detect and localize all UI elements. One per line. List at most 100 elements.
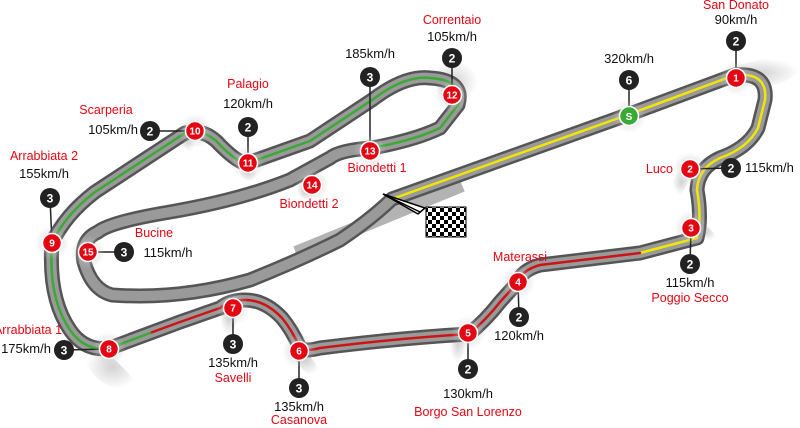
corner-marker — [441, 84, 463, 106]
corner-marker — [725, 67, 747, 89]
corner-speed: 135km/h — [208, 355, 258, 370]
corner-number: 6 — [296, 347, 302, 358]
corner-speed: 115km/h — [144, 245, 193, 260]
gear-badge — [360, 67, 380, 87]
gear-number: 3 — [121, 246, 128, 260]
corner-number: 1 — [733, 74, 739, 85]
corner-number: 8 — [106, 345, 112, 356]
gear-badge — [509, 307, 529, 327]
gear-number: 2 — [733, 35, 740, 49]
corner-marker — [680, 217, 702, 239]
corner-name: Bucine — [135, 226, 173, 240]
corner-speed: 115km/h — [745, 160, 794, 175]
corner-name: Materassi — [493, 250, 547, 264]
gear-number: 3 — [367, 71, 374, 85]
corner-number: 4 — [515, 278, 521, 289]
corner-number: 10 — [189, 127, 201, 138]
gear-badge — [40, 188, 60, 208]
corner-number: 7 — [230, 304, 236, 315]
corner-number: 12 — [446, 91, 458, 102]
gear-badge — [223, 334, 243, 354]
corner-speed: 120km/h — [494, 328, 544, 343]
corner-name: Savelli — [215, 371, 252, 385]
corner-name: Casanova — [271, 413, 327, 427]
section-label-biondetti-2: Biondetti 2 — [279, 197, 338, 211]
corner-number: 14 — [306, 181, 318, 192]
corner-name: Arrabbiata 1 — [0, 323, 62, 337]
gear-number: 2 — [245, 121, 252, 135]
speed-trap: S 6 320km/h — [604, 51, 654, 133]
corner-number: 5 — [465, 329, 471, 340]
gear-number: 2 — [728, 162, 735, 176]
gear-badge — [721, 158, 741, 178]
corner-number: 9 — [49, 239, 55, 250]
gear-number: 3 — [230, 338, 237, 352]
gear-badge — [238, 117, 258, 137]
corner-number: 2 — [687, 165, 693, 176]
corner-speed: 90km/h — [715, 12, 758, 27]
corner-marker — [679, 158, 701, 180]
gear-number: 2 — [147, 125, 154, 139]
gear-number: 6 — [626, 74, 633, 88]
corner-speed: 135km/h — [274, 399, 324, 414]
corner-name: Poggio Secco — [651, 291, 728, 305]
corner-marker — [184, 120, 206, 142]
corner-name: Arrabbiata 2 — [10, 149, 78, 163]
corner-name: Borgo San Lorenzo — [414, 405, 522, 419]
speed-trap-speed: 320km/h — [604, 51, 654, 66]
corner-marker — [457, 322, 479, 344]
corner-number: 11 — [243, 159, 254, 170]
corner-4: 4 2 120km/h Materassi — [493, 250, 547, 343]
gear-number: 2 — [465, 363, 472, 377]
gear-badge — [442, 48, 462, 68]
corner-marker — [77, 241, 99, 263]
corner-speed: 115km/h — [666, 275, 715, 290]
gear-number: 3 — [47, 192, 54, 206]
corner-name: Correntaio — [423, 13, 481, 27]
corner-marker — [222, 297, 244, 319]
corner-marker — [301, 174, 323, 196]
gear-number: 3 — [296, 382, 303, 396]
corner-number: 15 — [82, 248, 94, 259]
corner-speed: 130km/h — [443, 386, 493, 401]
speed-trap-marker — [618, 105, 640, 127]
gear-badge — [680, 254, 700, 274]
corner-name: Palagio — [227, 77, 269, 91]
corner-marker — [507, 271, 529, 293]
corner-marker — [359, 140, 381, 162]
corner-marker — [288, 340, 310, 362]
gear-number: 2 — [516, 311, 523, 325]
finish-line-flag — [382, 193, 467, 238]
gear-number: 3 — [61, 344, 68, 358]
corner-15: 15 3 115km/h Bucine — [71, 226, 192, 269]
gear-badge — [114, 242, 134, 262]
corner-speed: 120km/h — [223, 96, 273, 111]
corner-speed: 105km/h — [88, 122, 138, 137]
corner-number: 13 — [364, 147, 376, 158]
section-label-biondetti-1: Biondetti 1 — [347, 161, 406, 175]
gear-badge — [289, 378, 309, 398]
corner-name: San Donato — [703, 0, 769, 12]
gear-number: 2 — [449, 52, 456, 66]
corner-marker — [41, 232, 63, 254]
corner-number: 3 — [688, 224, 694, 235]
speed-trap-label: S — [626, 112, 633, 123]
corner-11: 11 2 120km/h Palagio — [223, 77, 273, 180]
corner-marker — [98, 338, 120, 360]
corner-name: Luco — [646, 162, 673, 176]
gear-badge — [140, 121, 160, 141]
gear-badge — [726, 31, 746, 51]
corner-2: 2 2 115km/h Luco — [646, 152, 794, 186]
gear-badge — [619, 70, 639, 90]
